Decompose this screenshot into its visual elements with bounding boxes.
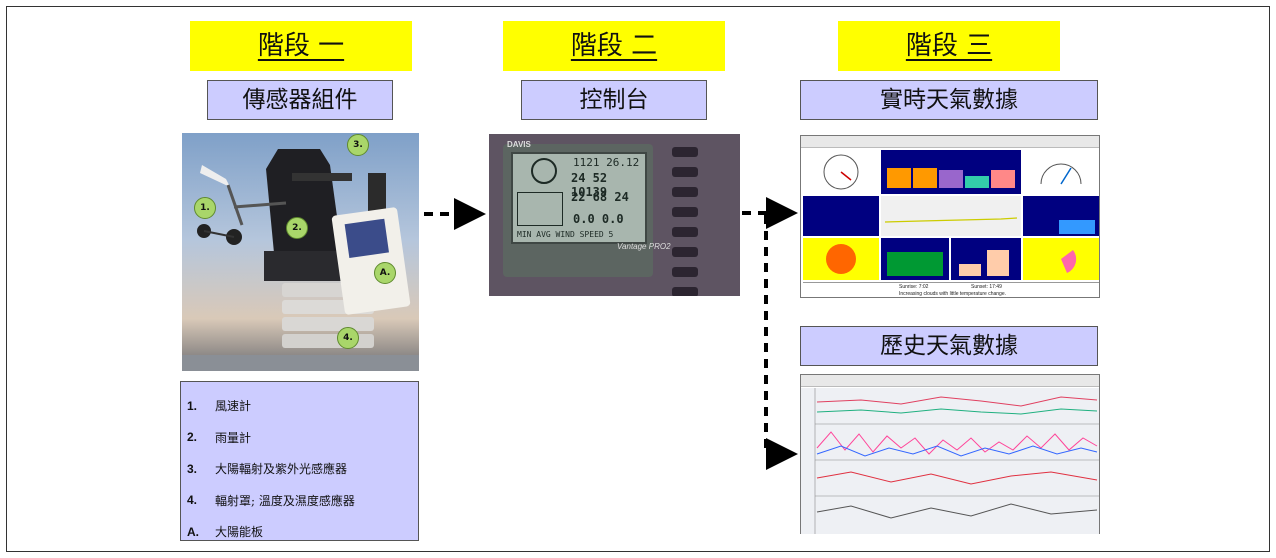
history-graphs: [801, 388, 1099, 534]
lcd-row-1: 24 52 10139: [571, 171, 608, 199]
lcd-row-3: 0.0 0.0: [573, 212, 624, 226]
legend-key: A.: [187, 524, 199, 539]
legend-item: 3. 大陽輻射及紫外光感應器: [187, 453, 418, 485]
diagram-frame: [6, 6, 1270, 552]
legend-item: 2. 雨量計: [187, 422, 418, 454]
badge-solar-uv-sensor: 3.: [347, 134, 369, 156]
sunrise-text: Sunrise: 7:02: [899, 284, 929, 290]
humidity-panel: [881, 238, 949, 280]
wind-speed-dial-panel: [1023, 150, 1099, 194]
console-lcd: 1121 26.12 24 52 10139 22 68 24 0.0 0.0 …: [511, 152, 647, 244]
console-key: [672, 247, 698, 257]
console-label: 控制台: [521, 80, 707, 120]
badge-radiation-shield: 4.: [337, 327, 359, 349]
realtime-weather-screenshot: Sunrise: 7:02 Sunset: 17:49 Increasing c…: [800, 135, 1100, 298]
console-keypad: [669, 144, 727, 296]
legend-item: 1. 風速計: [187, 390, 418, 422]
dewpoint-panel: [951, 238, 1021, 280]
console-brand: DAVIS: [507, 140, 531, 149]
legend-text: 大陽輻射及紫外光感應器: [215, 462, 348, 477]
yellow-gauge-right: [1023, 238, 1099, 280]
stage-1-title: 階段 一: [190, 21, 412, 71]
legend-text: 輻射罩; 溫度及濕度感應器: [215, 493, 355, 508]
sensor-assembly-photo: 1. 2. 3. 4. A.: [182, 133, 419, 371]
console-key: [672, 267, 698, 277]
sensor-illustration: [182, 149, 419, 371]
legend-text: 風速計: [215, 399, 252, 414]
legend-key: 1.: [187, 398, 198, 413]
console-key: [672, 167, 698, 177]
yellow-gauge-left: [803, 238, 879, 280]
lcd-row-2: 22 68 24: [571, 190, 629, 204]
wind-dial-panel: [803, 150, 879, 194]
status-bar: Sunrise: 7:02 Sunset: 17:49 Increasing c…: [803, 282, 1099, 297]
console-key: [672, 287, 698, 296]
legend-item: 4. 輻射罩; 溫度及濕度感應器: [187, 485, 418, 517]
historical-weather-screenshot: [800, 374, 1100, 534]
console-key: [672, 147, 698, 157]
badge-rain-gauge: 2.: [286, 217, 308, 239]
stage-3-title: 階段 三: [838, 21, 1060, 71]
legend-item: A. 大陽能板: [187, 516, 418, 548]
trend-graph-panel: [881, 196, 1021, 236]
sensor-assembly-label: 傳感器組件: [207, 80, 393, 120]
rain-bar-panel: [1023, 196, 1099, 236]
legend-text: 雨量計: [215, 430, 252, 445]
badge-solar-panel: A.: [374, 262, 396, 284]
badge-anemometer: 1.: [194, 197, 216, 219]
temperature-bars-panel: [881, 150, 1021, 194]
console-photo: DAVIS 1121 26.12 24 52 10139 22 68 24 0.…: [489, 134, 740, 296]
left-navy-panel: [803, 196, 879, 236]
forecast-text: Increasing clouds with little temperatur…: [899, 291, 1007, 297]
arrow-console-to-history: [764, 215, 798, 470]
lcd-ticker: MIN AVG WIND SPEED 5: [517, 230, 614, 239]
console-key: [672, 187, 698, 197]
sunset-text: Sunset: 17:49: [971, 284, 1002, 290]
legend-key: 3.: [187, 461, 198, 476]
console-model: Vantage PRO2: [617, 242, 671, 251]
legend-key: 2.: [187, 430, 198, 445]
realtime-data-label: 實時天氣數據: [800, 80, 1098, 120]
app-toolbar: [801, 375, 1099, 387]
lcd-time-date: 1121 26.12: [573, 156, 640, 169]
compass-rose-icon: [531, 158, 557, 184]
legend-text: 大陽能板: [215, 525, 264, 540]
historical-data-label: 歷史天氣數據: [800, 326, 1098, 366]
console-key: [672, 207, 698, 217]
legend-key: 4.: [187, 493, 198, 508]
stage-2-title: 階段 二: [503, 21, 725, 71]
lcd-graph-grid: [517, 192, 563, 226]
app-toolbar: [801, 136, 1099, 148]
console-key: [672, 227, 698, 237]
sensor-legend: 1. 風速計 2. 雨量計 3. 大陽輻射及紫外光感應器 4. 輻射罩; 溫度及濕度感應…: [180, 381, 419, 541]
